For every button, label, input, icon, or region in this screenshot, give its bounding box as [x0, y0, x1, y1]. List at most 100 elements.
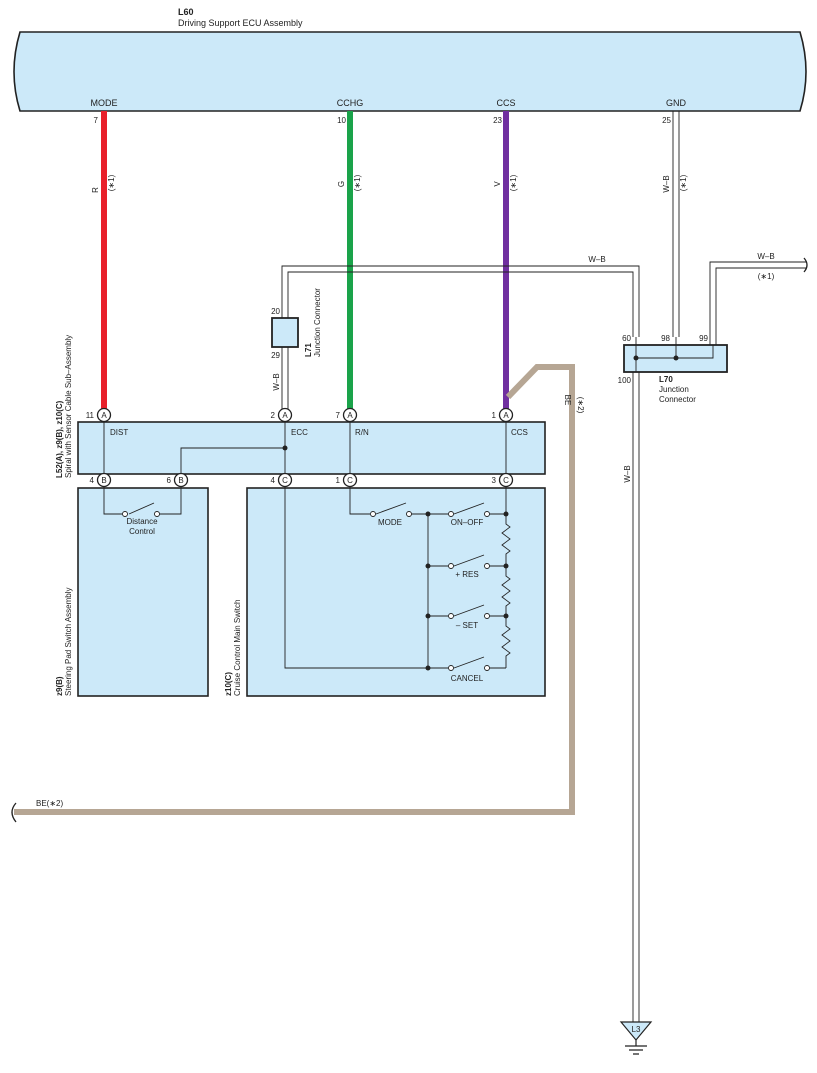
l70-name-2: Connector	[659, 395, 696, 404]
wire-note-cchg: (∗1)	[353, 174, 362, 191]
cruise-label-mode: MODE	[378, 518, 402, 527]
terminal-a-11-circle	[96, 407, 112, 423]
wire-note-mode: (∗1)	[107, 174, 116, 191]
ecu-code: L60	[178, 7, 194, 17]
wire-note-be: (∗2)	[576, 397, 585, 414]
cruise-label-res: + RES	[455, 570, 478, 579]
ecu-pin-cchg-label: CCHG	[337, 98, 364, 108]
ground-code: L3	[632, 1025, 641, 1034]
switch-contacts	[370, 511, 490, 671]
l71-body	[271, 317, 299, 348]
terminal-a-1-circle	[498, 407, 514, 423]
terminal-b-6-num: 6	[167, 476, 172, 485]
spiral-terminals: A 11 A 2 A 7 A 1 B 4 B 6 C	[86, 407, 514, 488]
spiral-label-ccs: CCS	[511, 428, 528, 437]
wire-label-right-branch: W–B	[757, 252, 774, 261]
l71-pin-bottom: 29	[271, 351, 280, 360]
terminal-c-4-letter: C	[282, 476, 288, 485]
ecu-name: Driving Support ECU Assembly	[178, 18, 303, 28]
wires-w-b	[281, 111, 806, 1022]
ecu-pin-ccs-num: 23	[493, 116, 502, 125]
terminal-b-6-letter: B	[178, 476, 183, 485]
terminal-c-1-circle	[342, 472, 358, 488]
resistor-ladder	[501, 487, 511, 668]
cancel-line	[284, 487, 448, 669]
ecu-body	[13, 31, 807, 112]
distance-label-1: Distance	[126, 517, 158, 526]
right-taps	[487, 513, 506, 669]
spiral-cable-assembly: L52(A), z9(B), z10(C) Spiral with Sensor…	[55, 335, 546, 480]
distance-control-switch	[103, 487, 182, 515]
terminal-b-6-circle	[173, 472, 189, 488]
terminal-c-3-num: 3	[492, 476, 497, 485]
terminal-a-2-circle	[277, 407, 293, 423]
steering-code: z9(B)	[55, 676, 64, 696]
terminal-a-2-letter: A	[282, 411, 288, 420]
l70-node-mid	[673, 355, 679, 361]
terminal-a-1-num: 1	[492, 411, 497, 420]
terminal-c-1-num: 1	[336, 476, 341, 485]
ecu-pin-gnd-label: GND	[666, 98, 687, 108]
left-taps	[428, 565, 448, 617]
cruise-name: Cruise Control Main Switch	[233, 600, 242, 696]
terminal-a-7-num: 7	[336, 411, 341, 420]
terminal-a-1: A 1	[492, 407, 514, 423]
terminal-a-7: A 7	[336, 407, 358, 423]
terminal-b-6: B 6	[167, 472, 189, 488]
cruise-internal-wiring	[284, 487, 511, 669]
l71-name: Junction Connector	[313, 288, 322, 357]
wire-label-g: G	[337, 181, 346, 187]
spiral-node-ecc	[282, 445, 288, 451]
steering-name: Steering Pad Switch Assembly	[64, 588, 73, 697]
wire-label-l71-out: W–B	[272, 373, 281, 390]
wire-ccs-violet	[503, 111, 509, 411]
terminal-b-4: B 4	[90, 472, 112, 488]
spiral-label-dist: DIST	[110, 428, 128, 437]
terminal-a-1-letter: A	[503, 411, 509, 420]
terminal-a-11-num: 11	[86, 411, 95, 420]
ecu-pin-cchg-num: 10	[337, 116, 346, 125]
ground-icon	[625, 1040, 647, 1055]
right-break-mark	[803, 257, 808, 273]
spiral-internal-wiring	[103, 422, 507, 480]
spiral-body	[77, 421, 546, 475]
l70-node-left	[633, 355, 639, 361]
wire-label-ground-run: W–B	[623, 465, 632, 482]
wire-ecc-junction	[281, 265, 640, 411]
cruise-label-set: – SET	[456, 621, 478, 630]
l70-name-1: Junction	[659, 385, 689, 394]
steering-pad-switch: Distance Control z9(B) Steering Pad Swit…	[55, 487, 209, 697]
wire-right-branch	[709, 261, 806, 345]
spiral-name: Spiral with Sensor Cable Sub–Assembly	[64, 335, 73, 478]
wire-note-ccs: (∗1)	[509, 174, 518, 191]
junction-connector-l70: 60 98 99 100 L70 Junction Connector	[618, 334, 728, 404]
terminal-c-3-letter: C	[503, 476, 509, 485]
spiral-label-ecc: ECC	[291, 428, 308, 437]
terminal-c-1: C 1	[336, 472, 358, 488]
steering-body	[77, 487, 209, 697]
wire-note-gnd: (∗1)	[679, 174, 688, 191]
terminal-b-4-num: 4	[90, 476, 95, 485]
l71-pin-top: 20	[271, 307, 280, 316]
l70-pin-60: 60	[622, 334, 631, 343]
wire-label-be: BE	[563, 395, 572, 406]
distance-switch-contact-1	[122, 511, 128, 517]
junction-nodes	[425, 511, 509, 671]
cruise-body	[246, 487, 546, 697]
l70-pin-100: 100	[618, 376, 632, 385]
terminal-c-3-circle	[498, 472, 514, 488]
terminal-a-11: A 11	[86, 407, 112, 423]
distance-label-2: Control	[129, 527, 155, 536]
wire-label-r: R	[91, 187, 100, 193]
ecu-assembly: L60 Driving Support ECU Assembly MODE CC…	[13, 7, 807, 125]
mode-line	[349, 487, 370, 515]
wire-label-gnd: W–B	[662, 175, 671, 192]
l70-code: L70	[659, 375, 673, 384]
ground-triangle	[619, 1021, 653, 1041]
terminal-c-4-circle	[277, 472, 293, 488]
wire-cchg-green	[347, 111, 353, 411]
terminal-a-7-letter: A	[347, 411, 353, 420]
terminal-a-11-letter: A	[101, 411, 107, 420]
cruise-code: z10(C)	[224, 672, 233, 696]
